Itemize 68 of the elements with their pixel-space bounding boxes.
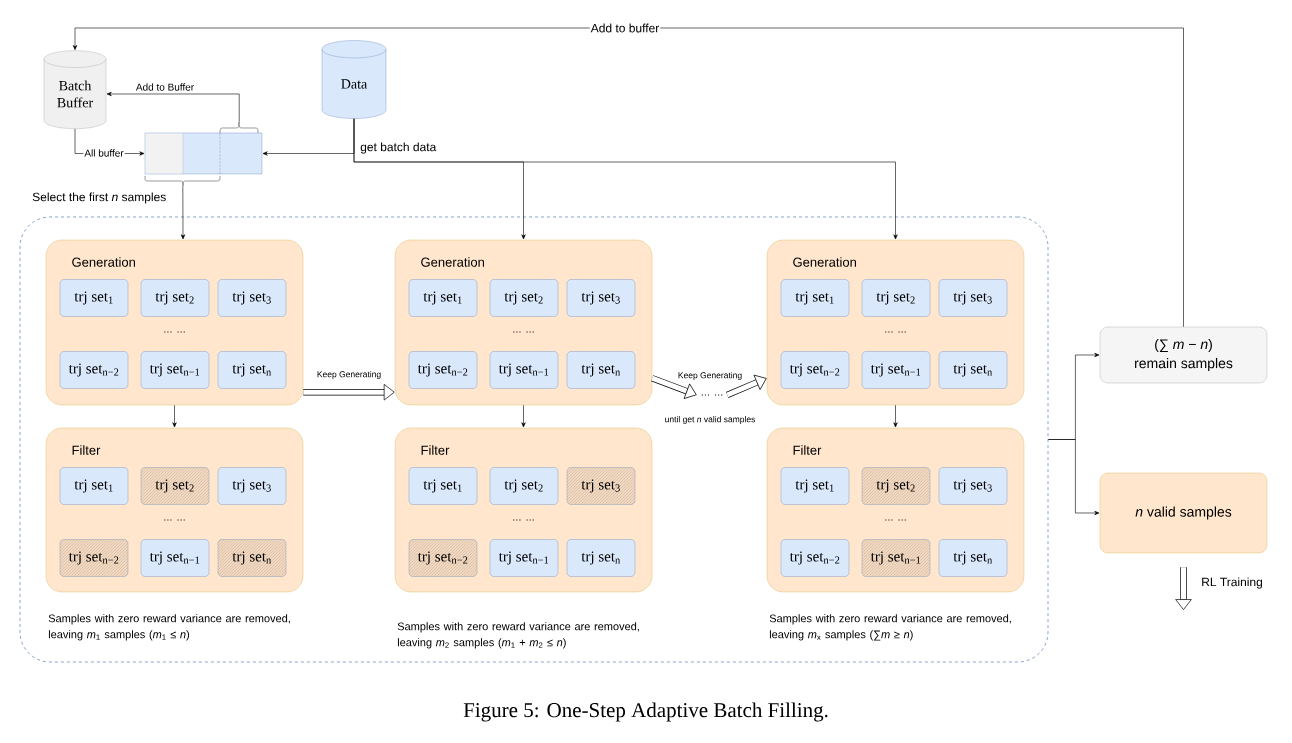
trajectory-box: trj set$_{1}$ [59, 279, 129, 317]
block-arrow [651, 375, 697, 399]
trajectory-box: trj set$_{n−2}$ [408, 351, 478, 389]
trajectory-box: trj set$_{1}$ [408, 279, 478, 317]
trajectory-box: trj set$_{n−1}$ [861, 351, 931, 389]
arrow [180, 185, 186, 240]
caption-text: Samples with zero reward variance are removed, leaving m$_{1}$ samples (m$_{1}$ ≤ n) [48, 614, 290, 641]
trajectory-box: trj set$_{n}$ [938, 351, 1008, 389]
block-arrow [303, 384, 395, 401]
trajectory-box: trj set$_{n−1}$ [140, 539, 210, 577]
trajectory-box: trj set$_{2}$ [489, 467, 559, 505]
trajectory-box: trj set$_{n−1}$ [489, 539, 559, 577]
edge-label: Add to Buffer [134, 82, 196, 92]
trajectory-box: trj set$_{2}$ [140, 279, 210, 317]
block-arrow [1175, 567, 1192, 610]
trajectory-box: trj set$_{2}$ [861, 279, 931, 317]
trajectory-box: trj set$_{1}$ [780, 279, 850, 317]
database-cylinder: Data [321, 40, 387, 119]
result-box: n valid samples [1099, 472, 1268, 554]
note-text: Keep Generating [678, 372, 742, 380]
trajectory-box: trj set$_{n−2}$ [59, 539, 129, 577]
trajectory-box: trj set$_{1}$ [408, 467, 478, 505]
trajectory-box: trj set$_{n−2}$ [780, 539, 850, 577]
figure-caption: Figure 5: One-Step Adaptive Batch Filling. [463, 702, 828, 722]
trajectory-box: trj set$_{3}$ [566, 467, 636, 505]
arrow [172, 404, 177, 428]
arrow [106, 91, 240, 123]
trajectory-box: trj set$_{n}$ [566, 351, 636, 389]
ellipsis: ... ... [701, 394, 723, 396]
trajectory-box: trj set$_{n−2}$ [59, 351, 129, 389]
note-text: until get n valid samples [665, 416, 756, 424]
edge-label: All buffer [83, 148, 125, 158]
result-box: (∑ m − n) remain samples [1099, 326, 1268, 384]
edge-label: Add to buffer [589, 22, 661, 34]
trajectory-box: trj set$_{2}$ [140, 467, 210, 505]
trajectory-box: trj set$_{n}$ [217, 539, 287, 577]
trajectory-box: trj set$_{3}$ [566, 279, 636, 317]
trajectory-box: trj set$_{3}$ [938, 279, 1008, 317]
edge-label: RL Training [1202, 577, 1262, 589]
arrow [521, 404, 526, 428]
trajectory-box: trj set$_{3}$ [938, 467, 1008, 505]
note-text: Select the first n samples [32, 192, 166, 204]
arrow [1048, 439, 1100, 516]
trajectory-box: trj set$_{2}$ [489, 279, 559, 317]
trajectory-box: trj set$_{n}$ [566, 539, 636, 577]
trajectory-box: trj set$_{3}$ [217, 279, 287, 317]
trajectory-box: trj set$_{n−2}$ [780, 351, 850, 389]
caption-text: Samples with zero reward variance are removed, leaving m$_{2}$ samples (m$_{1}$ + m$_{2}$ ≤ n) [397, 622, 639, 649]
trajectory-box: trj set$_{1}$ [59, 467, 129, 505]
trajectory-box: trj set$_{n−2}$ [408, 539, 478, 577]
arrow [72, 27, 1184, 328]
trajectory-box: trj set$_{1}$ [780, 467, 850, 505]
edge-label: Keep Generating [317, 371, 381, 379]
arrow [353, 118, 898, 240]
trajectory-box: trj set$_{n−1}$ [861, 539, 931, 577]
database-cylinder: Batch Buffer [43, 50, 107, 129]
arrow [893, 404, 898, 428]
trajectory-box: trj set$_{n−1}$ [140, 351, 210, 389]
caption-text: Samples with zero reward variance are removed, leaving m$_{x}$ samples (∑m ≥ n) [769, 614, 1011, 641]
edge-label: get batch data [360, 142, 437, 154]
sample-array [144, 132, 263, 175]
trajectory-box: trj set$_{n}$ [217, 351, 287, 389]
dashed-region [19, 216, 1049, 663]
trajectory-box: trj set$_{3}$ [217, 467, 287, 505]
block-arrow [725, 374, 767, 398]
trajectory-box: trj set$_{n}$ [938, 539, 1008, 577]
trajectory-box: trj set$_{n−1}$ [489, 351, 559, 389]
trajectory-box: trj set$_{2}$ [861, 467, 931, 505]
